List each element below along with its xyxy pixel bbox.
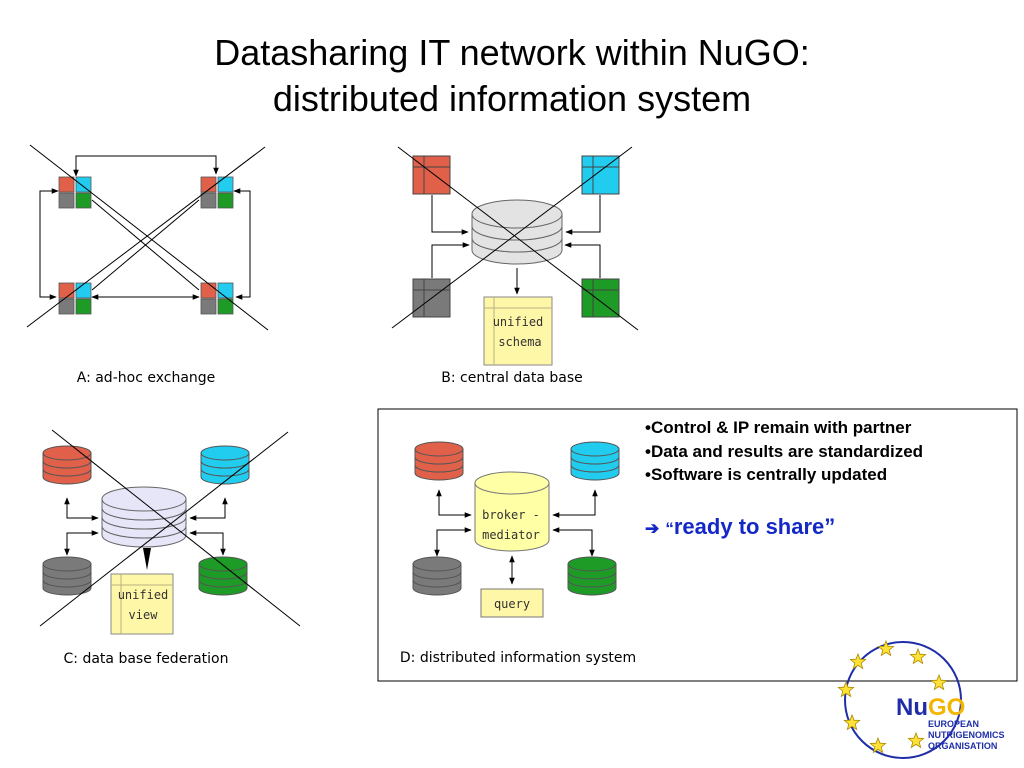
panel-b-note-line-2: schema	[498, 335, 541, 349]
panel-c-arrows	[64, 497, 228, 556]
title-line-1: Datasharing IT network within NuGO:	[214, 32, 810, 73]
panel-b-arrows	[431, 195, 601, 295]
panel-d-db-cyan	[570, 441, 620, 481]
bullet-text: Software is centrally updated	[650, 465, 888, 484]
panel-c-db-cyan	[200, 445, 250, 485]
slide-title: Datasharing IT network within NuGO: dist…	[0, 30, 1024, 122]
logo-star	[837, 680, 855, 698]
panel-c-db-green	[198, 556, 248, 596]
panel-c-db-red	[42, 445, 92, 485]
bullet-item: •Control & IP remain with partner	[645, 418, 912, 437]
bullet-item: •Data and results are standardized	[645, 441, 924, 461]
panel-b-source-cyan	[581, 155, 620, 195]
panel-b-caption: B: central data base	[441, 370, 582, 386]
panel-c-cross-out	[39, 429, 301, 627]
panel-b-central-database: unified schema B: central data base	[391, 146, 639, 386]
panel-c-federated-db-stack	[101, 486, 187, 548]
logo-star	[849, 652, 867, 670]
benefits-list: •Control & IP remain with partner •Data …	[645, 416, 1005, 487]
panel-c-database-federation: unified view C: data base federation	[39, 429, 301, 667]
panel-b-cross-out	[391, 146, 639, 331]
nugo-logo-subtitle: EUROPEAN NUTRIGENOMICS ORGANISATION	[928, 719, 1005, 752]
panel-d-arrows	[434, 489, 598, 585]
ready-to-share: ➔ “ready to share”	[645, 514, 835, 540]
logo-star	[877, 639, 895, 657]
panel-d-db-red	[414, 441, 464, 481]
logo-star	[909, 647, 927, 665]
panel-c-note-line-1: unified	[118, 588, 169, 602]
panel-d-query-box: query	[480, 588, 544, 618]
quote-open: “	[665, 519, 674, 538]
bullet-text: Control & IP remain with partner	[650, 418, 912, 437]
panel-d-broker-line-2: mediator	[482, 528, 540, 542]
logo-stars	[837, 639, 948, 754]
panel-a-node-top-right	[200, 176, 234, 209]
panel-c-note-line-2: view	[129, 608, 159, 622]
bullet-item: •Software is centrally updated	[645, 465, 888, 484]
logo-star	[930, 673, 948, 691]
panel-d-broker-mediator: broker - mediator	[474, 471, 550, 552]
panel-b-source-green	[581, 278, 620, 318]
panel-d-db-green	[567, 556, 617, 596]
panel-a-node-top-left	[58, 176, 92, 209]
logo-line-1: EUROPEAN	[928, 719, 980, 729]
panel-b-note-line-1: unified	[493, 315, 544, 329]
logo-nu: Nu	[896, 694, 928, 721]
panel-d-query-label: query	[494, 597, 530, 611]
logo-go: GO	[928, 694, 966, 721]
logo-line-3: ORGANISATION	[928, 741, 998, 751]
title-line-2: distributed information system	[272, 78, 752, 119]
panel-c-db-gray	[42, 556, 92, 596]
right-arrow-icon: ➔	[645, 519, 660, 538]
panel-a-node-bottom-left	[58, 282, 92, 315]
nugo-logo-graphic	[837, 639, 962, 759]
panel-b-central-db-stack	[471, 199, 563, 265]
logo-star	[843, 713, 861, 731]
panel-b-source-red	[412, 155, 451, 195]
panel-b-unified-schema-note: unified schema	[483, 296, 553, 366]
panel-c-caption: C: data base federation	[64, 651, 229, 667]
panel-d-db-gray	[412, 556, 462, 596]
panel-d-frame	[377, 408, 1018, 682]
nugo-logo-wordmark: NuGO	[896, 694, 965, 722]
panel-d-distributed-system: broker - mediator query D: distributed i…	[377, 408, 1018, 682]
panel-c-down-arrow	[143, 548, 151, 570]
panel-c-unified-view-note: unified view	[110, 573, 174, 635]
logo-ring	[844, 641, 962, 759]
panel-a-caption: A: ad-hoc exchange	[77, 370, 216, 386]
logo-line-2: NUTRIGENOMICS	[928, 730, 1005, 740]
ready-to-share-text: ready to share	[673, 514, 825, 539]
logo-star	[907, 731, 925, 749]
panel-a-ad-hoc-exchange: A: ad-hoc exchange	[26, 144, 269, 386]
panel-d-caption: D: distributed information system	[400, 650, 636, 666]
logo-star	[869, 736, 887, 754]
bullet-text: Data and results are standardized	[650, 441, 924, 461]
panel-d-broker-line-1: broker -	[482, 508, 540, 522]
panel-a-cross-out	[26, 144, 269, 331]
panel-a-connectors	[39, 155, 251, 300]
quote-close: ”	[824, 514, 836, 539]
